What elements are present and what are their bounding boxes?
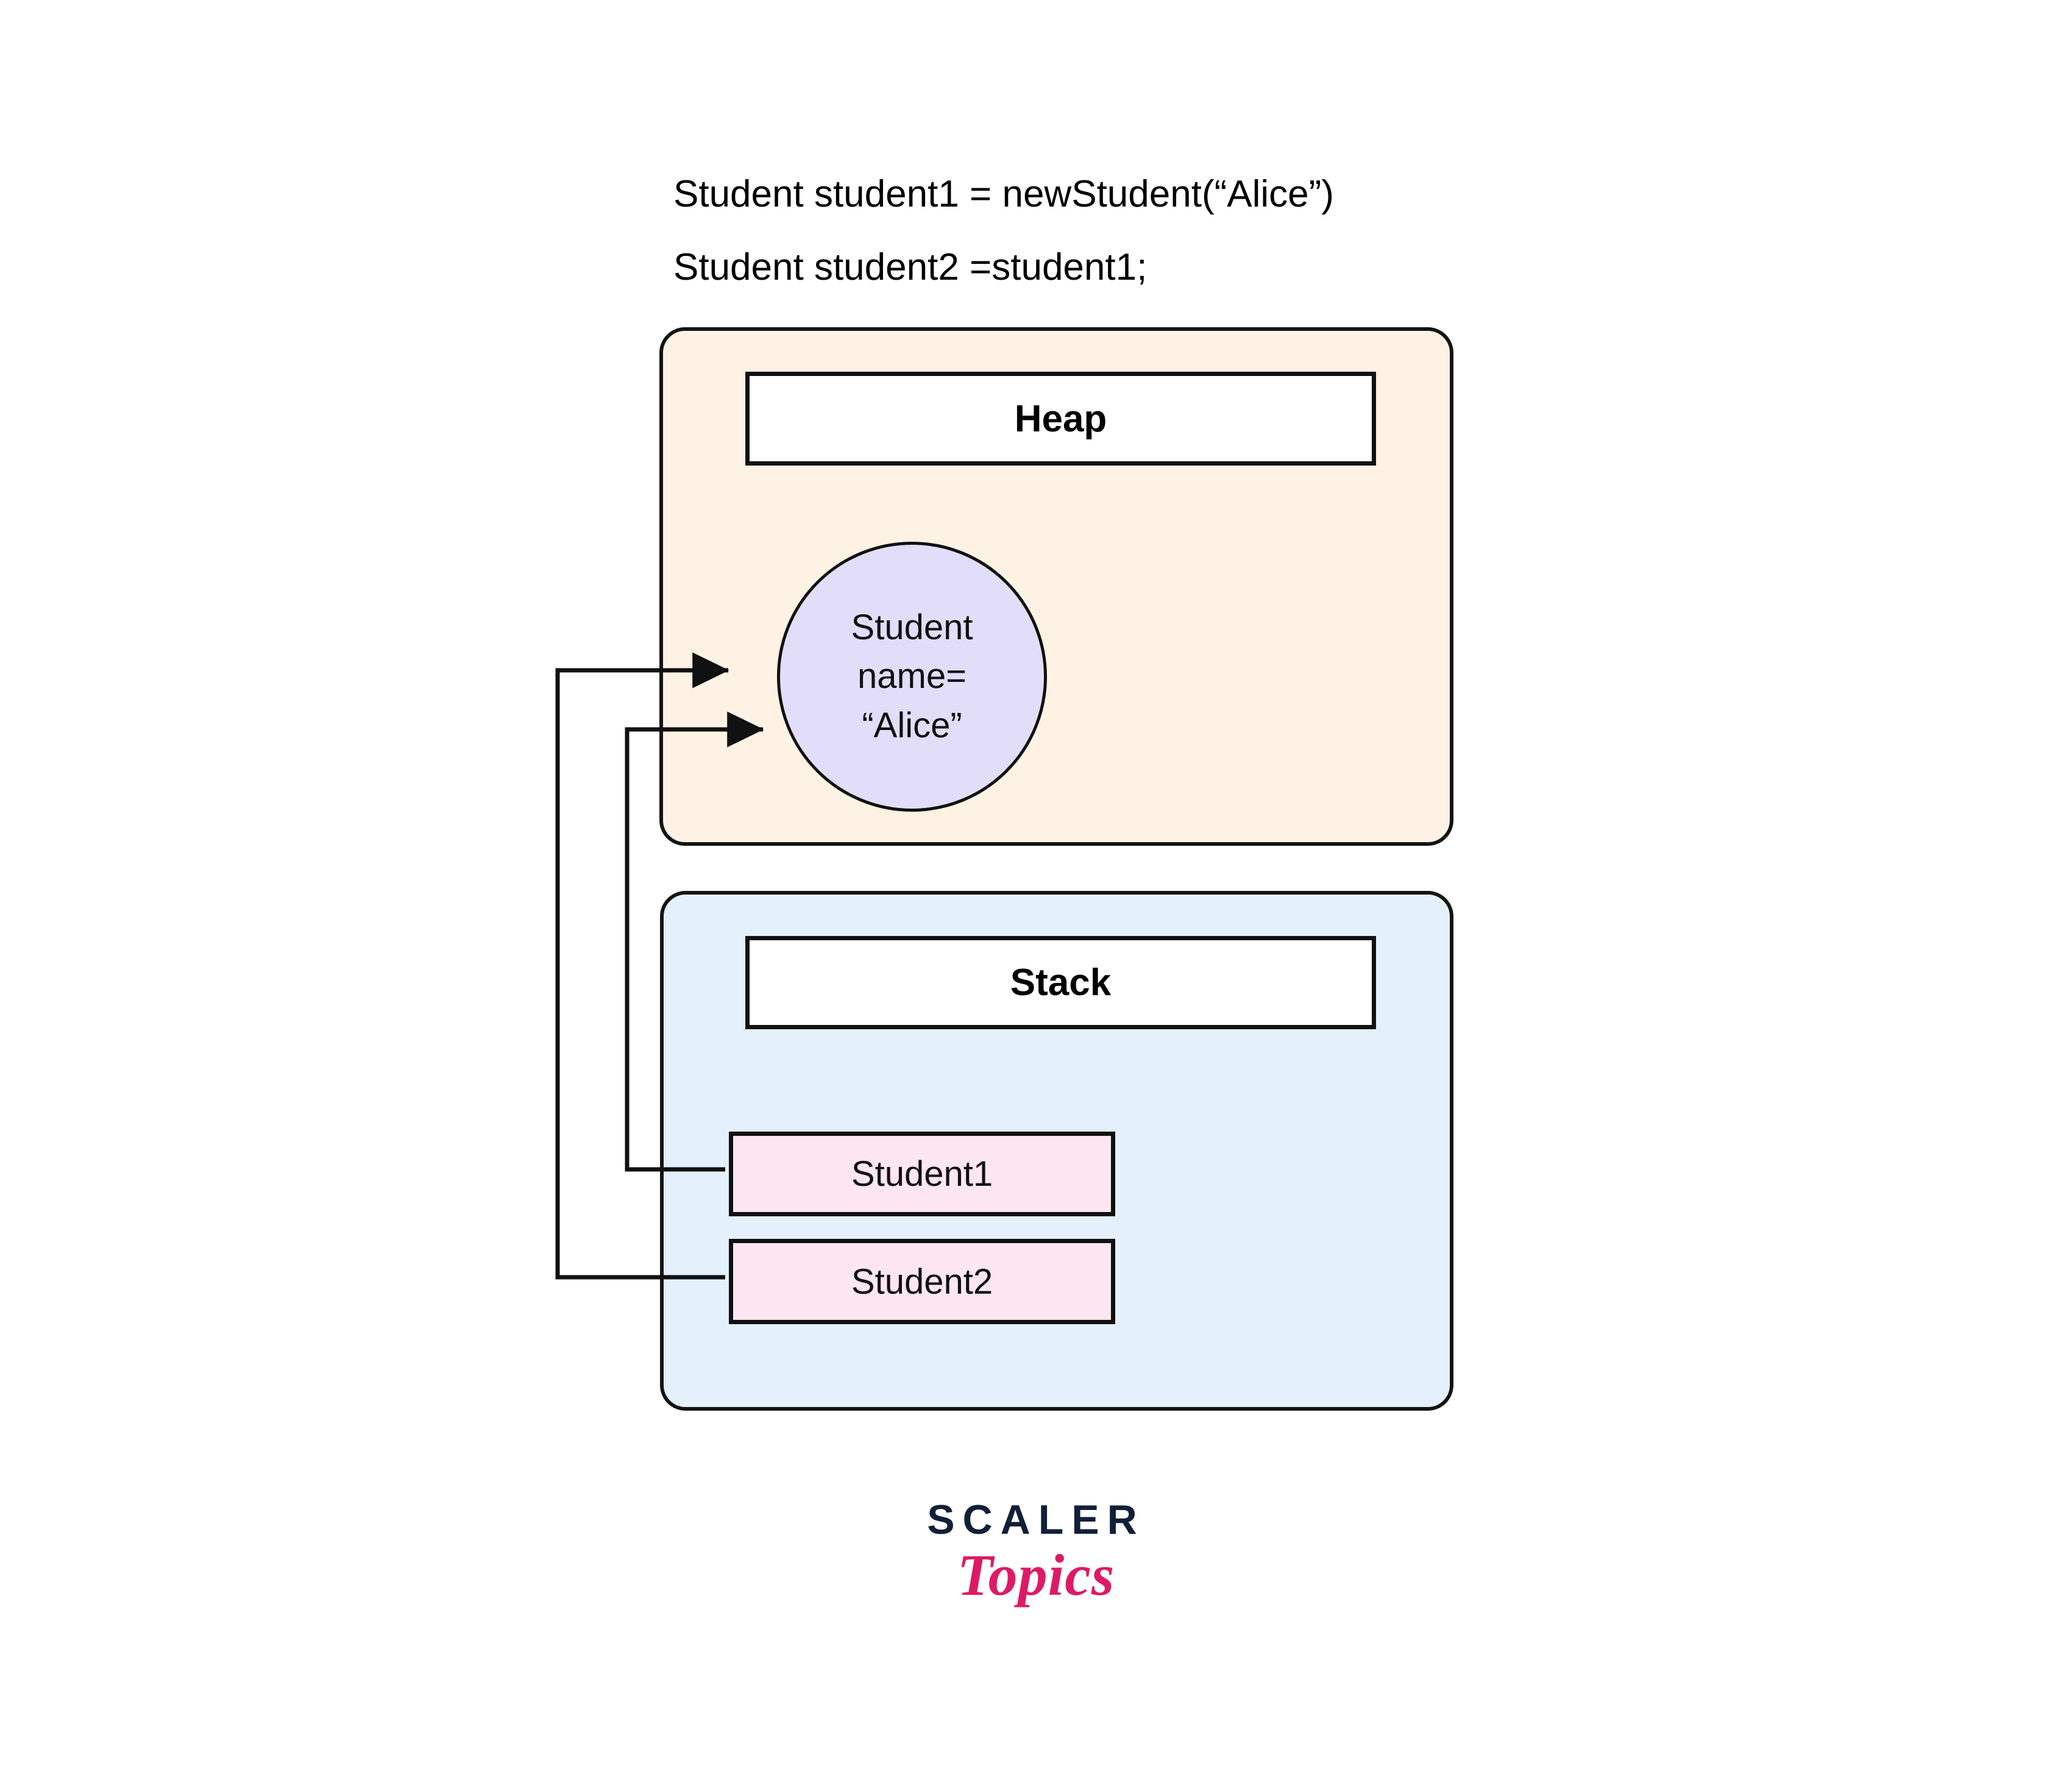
stack-slot-student1: Student1: [729, 1132, 1115, 1216]
heap-region: Heap Student name= “Alice”: [659, 327, 1453, 846]
brand-scaler-text: SCALER: [927, 1497, 1145, 1543]
code-line-assignment: Student student2 =student1;: [673, 246, 1148, 288]
stack-region: Stack Student1 Student2: [660, 891, 1453, 1411]
stack-title-plate: Stack: [745, 936, 1376, 1029]
heap-object-line-field: name=: [857, 656, 967, 697]
stack-slot-student2: Student2: [729, 1239, 1115, 1324]
brand-topics-text: Topics: [957, 1542, 1115, 1608]
heap-title-plate: Heap: [745, 372, 1376, 466]
brand-logo: SCALER Topics: [0, 1496, 2072, 1609]
heap-object-line-class: Student: [851, 607, 973, 647]
code-line-declaration: Student student1 = newStudent(“Alice”): [673, 173, 1334, 215]
heap-object-student: Student name= “Alice”: [777, 542, 1047, 812]
heap-object-line-value: “Alice”: [862, 705, 962, 745]
